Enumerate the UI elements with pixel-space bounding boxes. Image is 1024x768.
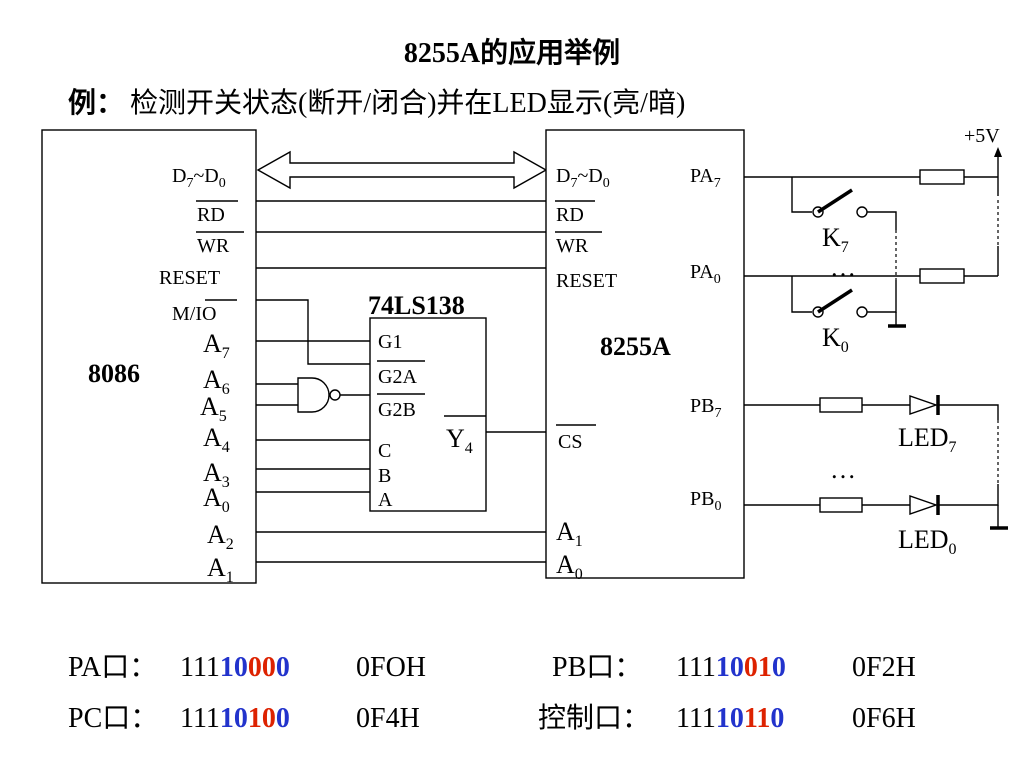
pb0-resistor	[819, 497, 863, 513]
k0-ground-wire	[867, 280, 897, 313]
mio-wire	[256, 299, 370, 365]
decoder-pin-g2b: G2B	[378, 399, 416, 421]
port-bits: 11110000	[180, 652, 290, 683]
ppi-name: 8255A	[600, 332, 671, 361]
cpu-pin-data: D7~D0	[172, 165, 226, 191]
decoder-74ls138-box	[369, 317, 487, 512]
k7-ground-wire	[867, 211, 897, 230]
led7-diode	[909, 395, 939, 415]
ppi-pin-rd: RD	[556, 204, 584, 226]
port-label: PA口：	[68, 652, 157, 683]
led0-label: LED0	[898, 525, 957, 558]
page-title: 8255A的应用举例	[404, 36, 620, 69]
ppi-pin-reset: RESET	[556, 270, 617, 292]
port-bits: 11110010	[676, 652, 786, 683]
subtitle: 检测开关状态(断开/闭合)并在LED显示(亮/暗)	[130, 87, 685, 119]
decoder-pin-g1: G1	[378, 331, 402, 353]
cpu-pin-reset: RESET	[159, 267, 220, 289]
decoder-name: 74LS138	[368, 291, 465, 320]
k0-lever	[817, 288, 853, 314]
k0-contact-right	[856, 306, 868, 318]
port-bits: 11110100	[180, 703, 290, 734]
port-values: PA口： 11110000 0FOH PB口： 11110010 0F2H PC口： 1111…	[68, 652, 916, 734]
k7-lever	[817, 188, 853, 214]
k7-contact-left	[812, 206, 824, 218]
switch-k0-label: K0	[822, 323, 849, 356]
cpu-8086-box	[41, 129, 257, 584]
k0-wire	[791, 276, 812, 313]
power-arrow	[994, 147, 1002, 157]
ppi-pin-cs: CS	[558, 431, 582, 453]
decoder-pin-b: B	[378, 465, 391, 487]
cpu-pin-mio: M/IO	[172, 303, 216, 325]
k0-contact-left	[812, 306, 824, 318]
cpu-pin-wr: WR	[197, 235, 230, 257]
port-bits: 11110110	[676, 703, 784, 734]
port-label: 控制口：	[538, 702, 650, 734]
ppi-8255a-box	[545, 129, 745, 579]
switch-k7-label: K7	[822, 223, 849, 256]
port-label: PB口：	[552, 652, 642, 683]
led7-label: LED7	[898, 423, 957, 456]
subtitle-prefix: 例：	[68, 87, 124, 119]
pa0-resistor	[919, 268, 965, 284]
port-hex: 0FOH	[356, 652, 426, 683]
k7-contact-right	[856, 206, 868, 218]
led0-out-wire	[938, 484, 999, 506]
ppi-pin-wr: WR	[556, 235, 589, 257]
pa7-resistor	[919, 169, 965, 185]
port-label: PC口：	[68, 703, 158, 734]
ppi-pin-data: D7~D0	[556, 165, 610, 191]
port-hex: 0F4H	[356, 703, 420, 734]
power-label: +5V	[964, 125, 1000, 147]
led-ellipsis: …	[830, 455, 856, 484]
cpu-pin-rd: RD	[197, 204, 225, 226]
led0-diode	[909, 495, 939, 515]
switch-ellipsis: …	[830, 253, 856, 282]
led7-out-wire	[938, 404, 999, 420]
port-hex: 0F6H	[852, 703, 916, 734]
nand-gate	[297, 377, 330, 413]
port-hex: 0F2H	[852, 652, 916, 683]
pb7-resistor	[819, 397, 863, 413]
cpu-name: 8086	[88, 359, 140, 388]
decoder-pin-g2a: G2A	[378, 366, 417, 388]
data-bus-arrow	[256, 150, 548, 190]
decoder-pin-a: A	[378, 489, 393, 511]
decoder-pin-c: C	[378, 440, 391, 462]
nand-bubble	[329, 389, 341, 401]
k7-wire	[791, 177, 812, 213]
